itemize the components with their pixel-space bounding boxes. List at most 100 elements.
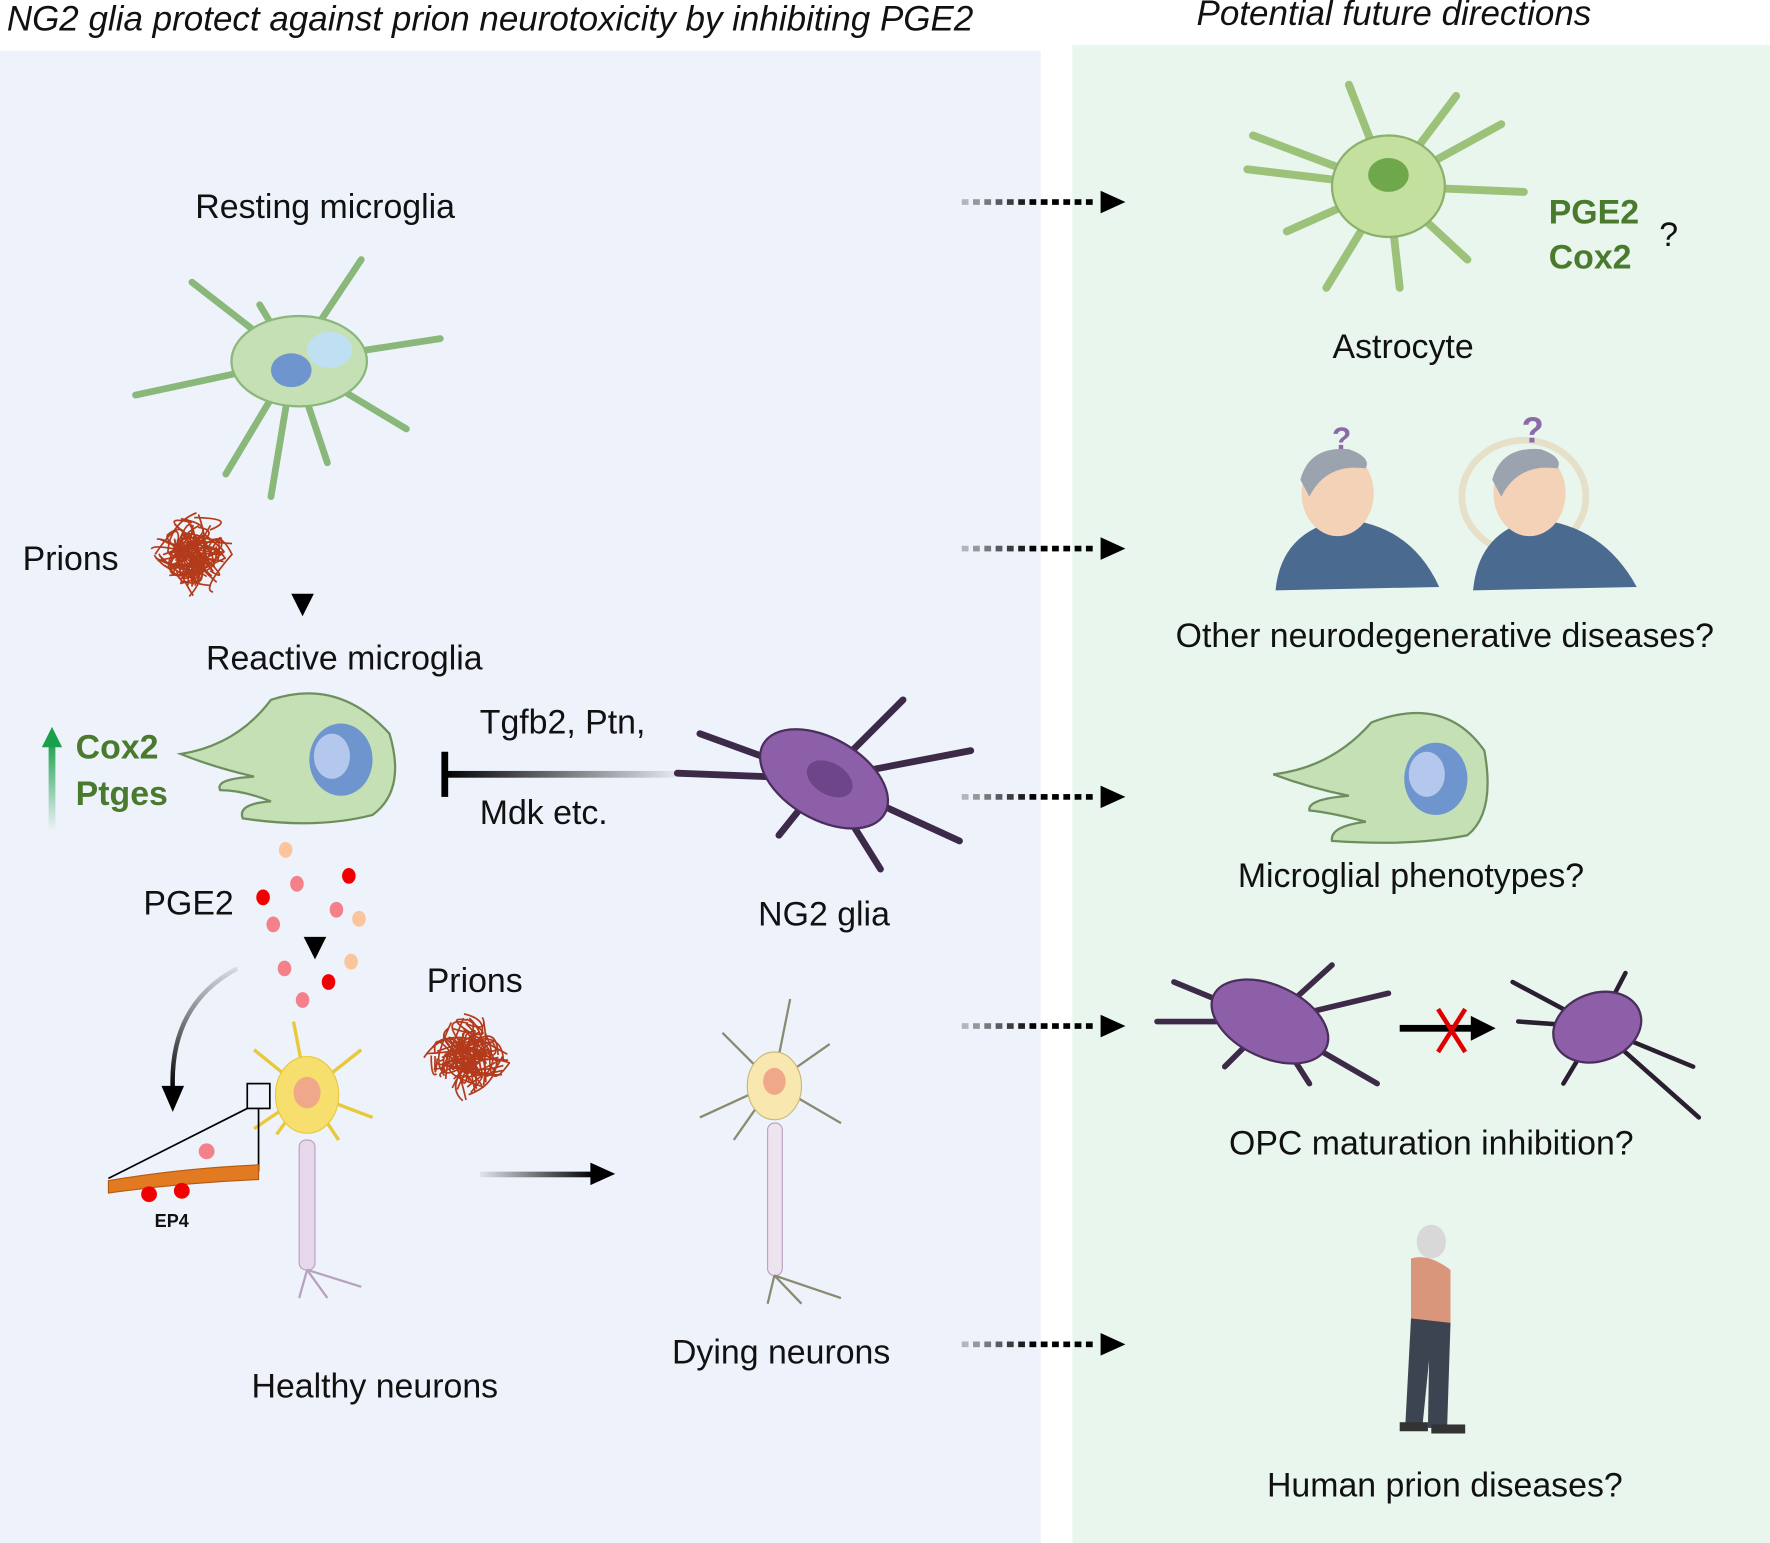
resting-microglia-cell — [132, 256, 444, 501]
arrow-ep4 — [170, 966, 239, 1090]
pge2-molecules — [256, 842, 366, 1008]
elderly-patient-figure — [1399, 1224, 1466, 1434]
astro-marker-pge2: PGE2 — [1549, 193, 1639, 231]
dotted-arrow — [961, 190, 1126, 214]
upregulation-arrow — [48, 740, 56, 831]
prion-fibril — [184, 542, 224, 583]
opc-cell — [1154, 962, 1392, 1087]
dying-neuron — [699, 998, 842, 1305]
reactive-microglia-cell — [176, 692, 397, 825]
pge2-molecule — [321, 974, 336, 990]
label-healthy-neurons: Healthy neurons — [252, 1367, 499, 1405]
prion-fibril — [434, 1056, 439, 1073]
pge2-molecule — [295, 992, 310, 1008]
prion-fibril — [450, 1041, 478, 1090]
prion-fibril — [176, 539, 191, 575]
label-microglial-phenotypes: Microglial phenotypes? — [1238, 857, 1584, 895]
block-x-icon — [1436, 1007, 1468, 1054]
prion-fibril — [167, 512, 197, 553]
maturation-arrow-head — [1470, 1015, 1496, 1041]
prion-fibril — [184, 524, 212, 576]
prion-fibril — [466, 1016, 485, 1028]
prion-fibril — [433, 1029, 466, 1070]
pge2-molecule — [352, 910, 366, 927]
prion-fibril — [208, 553, 234, 593]
pge2-molecule — [256, 889, 270, 906]
marker-ptges: Ptges — [76, 775, 168, 813]
prion-fibril — [455, 1042, 495, 1075]
prion-fibril — [166, 534, 196, 563]
label-prions-top: Prions — [23, 540, 119, 578]
ep4-receptor-inset — [107, 1082, 271, 1203]
pge2-molecule — [277, 960, 292, 977]
maturation-arrow — [1399, 1024, 1474, 1032]
label-astrocyte: Astrocyte — [1333, 328, 1474, 366]
oligodendrocyte-cell — [1510, 970, 1702, 1120]
label-ng2-glia: NG2 glia — [758, 896, 890, 934]
prion-fibril — [194, 516, 222, 531]
prion-fibril — [169, 530, 195, 577]
prion-fibril — [200, 542, 208, 571]
pge2-molecule — [344, 953, 358, 970]
inhibition-bar — [441, 751, 449, 797]
pge2-molecule — [290, 875, 304, 892]
confused-elderly-person-1: ? — [1275, 420, 1440, 591]
prion-fibril — [437, 1022, 452, 1062]
arrow-degeneration — [479, 1171, 593, 1178]
dotted-arrow — [961, 785, 1126, 809]
prion-fibril — [206, 538, 233, 554]
astrocyte-cell — [1243, 80, 1528, 292]
astro-question: ? — [1659, 216, 1678, 254]
arrow-head-pge2 — [303, 936, 327, 960]
prion-fibril — [461, 1033, 504, 1071]
prion-fibril — [468, 1061, 498, 1096]
prion-fibril — [203, 533, 225, 553]
prion-fibril — [177, 541, 233, 555]
microglia-phenotype-cell — [1272, 711, 1489, 844]
prion-fibril — [445, 1060, 503, 1076]
prion-aggregate-bottom — [423, 1013, 511, 1102]
label-opc-inhibition: OPC maturation inhibition? — [1229, 1125, 1634, 1163]
label-factors-1: Tgfb2, Ptn, — [480, 704, 646, 742]
arrow-head-ep4 — [161, 1085, 185, 1112]
prion-fibril — [452, 1018, 484, 1036]
label-factors-2: Mdk etc. — [480, 794, 608, 832]
label-ep4: EP4 — [155, 1211, 189, 1231]
label-dying-neurons: Dying neurons — [672, 1334, 890, 1372]
prion-fibril — [164, 564, 183, 584]
label-other-diseases: Other neurodegenerative diseases? — [1176, 617, 1714, 655]
inhibition-line — [443, 770, 676, 778]
prion-fibril — [177, 563, 203, 574]
arrow-head-activation — [291, 593, 314, 617]
prion-fibril — [173, 538, 180, 558]
label-reactive-microglia: Reactive microglia — [206, 639, 483, 677]
prion-fibril — [476, 1038, 505, 1061]
svg-text:?: ? — [1332, 420, 1351, 456]
dotted-arrow — [961, 1333, 1126, 1356]
confused-elderly-person-2: ? — [1458, 409, 1637, 591]
prion-fibril — [168, 551, 222, 558]
prion-aggregate-top — [150, 512, 234, 598]
dotted-arrow — [961, 1014, 1126, 1038]
svg-text:?: ? — [1522, 409, 1544, 450]
pge2-molecule — [329, 901, 344, 918]
prion-fibril — [430, 1055, 438, 1076]
label-prions-bottom: Prions — [427, 962, 523, 1000]
upregulation-arrow-head — [41, 726, 63, 748]
label-pge2: PGE2 — [143, 884, 233, 922]
prion-fibril — [454, 1055, 485, 1064]
left-title: NG2 glia protect against prion neurotoxi… — [7, 0, 973, 38]
pge2-molecule — [342, 868, 356, 884]
right-title: Potential future directions — [1197, 0, 1592, 33]
arrow-head-degeneration — [590, 1162, 616, 1186]
future-direction-arrows — [961, 190, 1126, 1356]
marker-cox2: Cox2 — [76, 729, 159, 767]
label-human-prion-diseases: Human prion diseases? — [1267, 1467, 1623, 1505]
dotted-arrow — [961, 537, 1126, 560]
label-resting-microglia: Resting microglia — [195, 188, 455, 226]
ng2-glia-cell — [673, 696, 975, 873]
pge2-molecule — [278, 842, 293, 858]
pge2-molecule — [266, 916, 280, 933]
healthy-neuron — [252, 1021, 374, 1299]
